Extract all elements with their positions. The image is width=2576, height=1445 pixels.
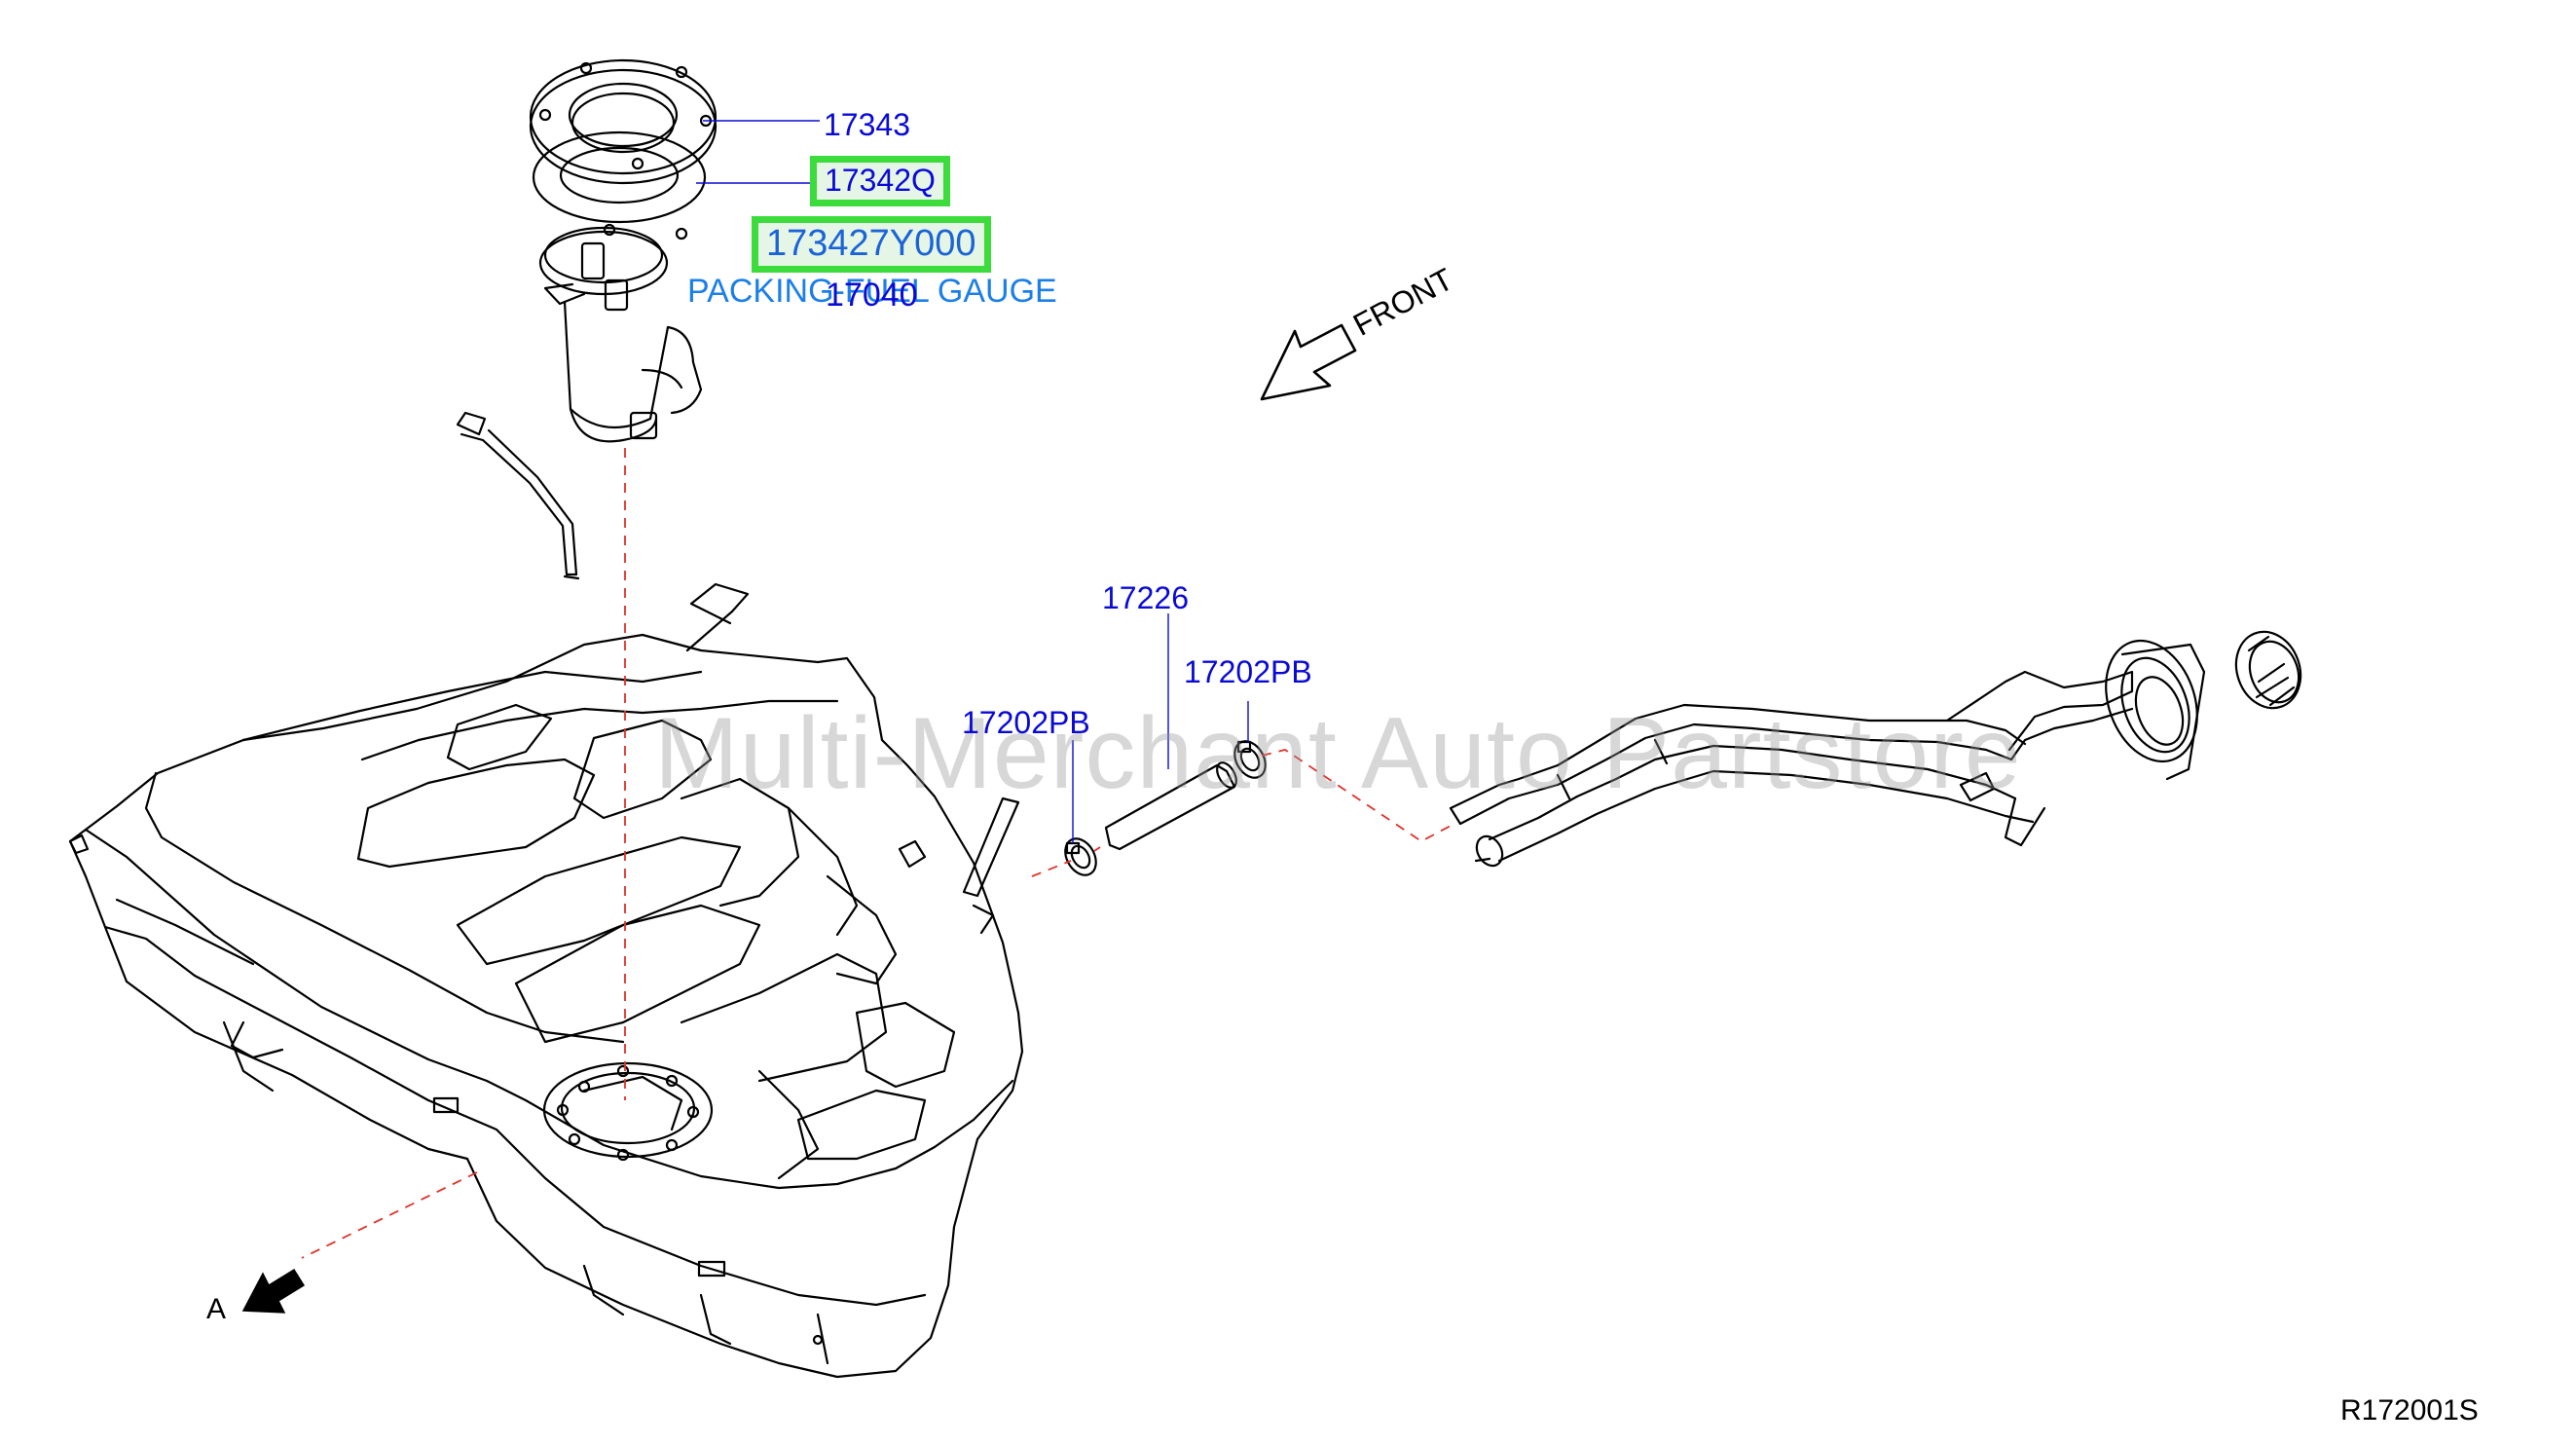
callout-173427y000[interactable]: 173427Y000 — [752, 216, 991, 273]
fuel-filler-cap — [2234, 630, 2302, 710]
filler-neck-tube — [1449, 639, 2206, 868]
fuel-tank-body — [68, 582, 1024, 1379]
view-a-line — [301, 1171, 478, 1259]
fuel-pump-unit — [538, 223, 703, 443]
part-description: PACKING-FUEL GAUGE — [687, 273, 1057, 310]
callout-17343[interactable]: 17343 — [824, 107, 910, 142]
lock-ring-part — [529, 58, 718, 185]
a-arrow-icon — [241, 1268, 306, 1314]
view-a-label: A — [206, 1293, 227, 1325]
front-arrow-icon — [1260, 323, 1357, 401]
watermark-text: Multi-Merchant Auto Partstore — [654, 697, 2022, 810]
callout-17202pb-right[interactable]: 17202PB — [1184, 654, 1312, 689]
packing-gasket-part — [532, 130, 707, 224]
diagram-code: R172001S — [2340, 1394, 2479, 1426]
callout-17040[interactable]: 17040 — [826, 277, 918, 314]
hose-clamp-right — [1233, 740, 1267, 779]
callout-17202pb-left[interactable]: 17202PB — [962, 705, 1090, 740]
callout-17342q[interactable]: 17342Q — [810, 156, 950, 206]
callout-17226[interactable]: 17226 — [1102, 580, 1189, 615]
filler-hose — [1104, 761, 1237, 851]
breather-tube — [456, 411, 580, 580]
hose-clamp-left — [1064, 837, 1097, 876]
filler-alignment-line — [1031, 749, 1452, 877]
